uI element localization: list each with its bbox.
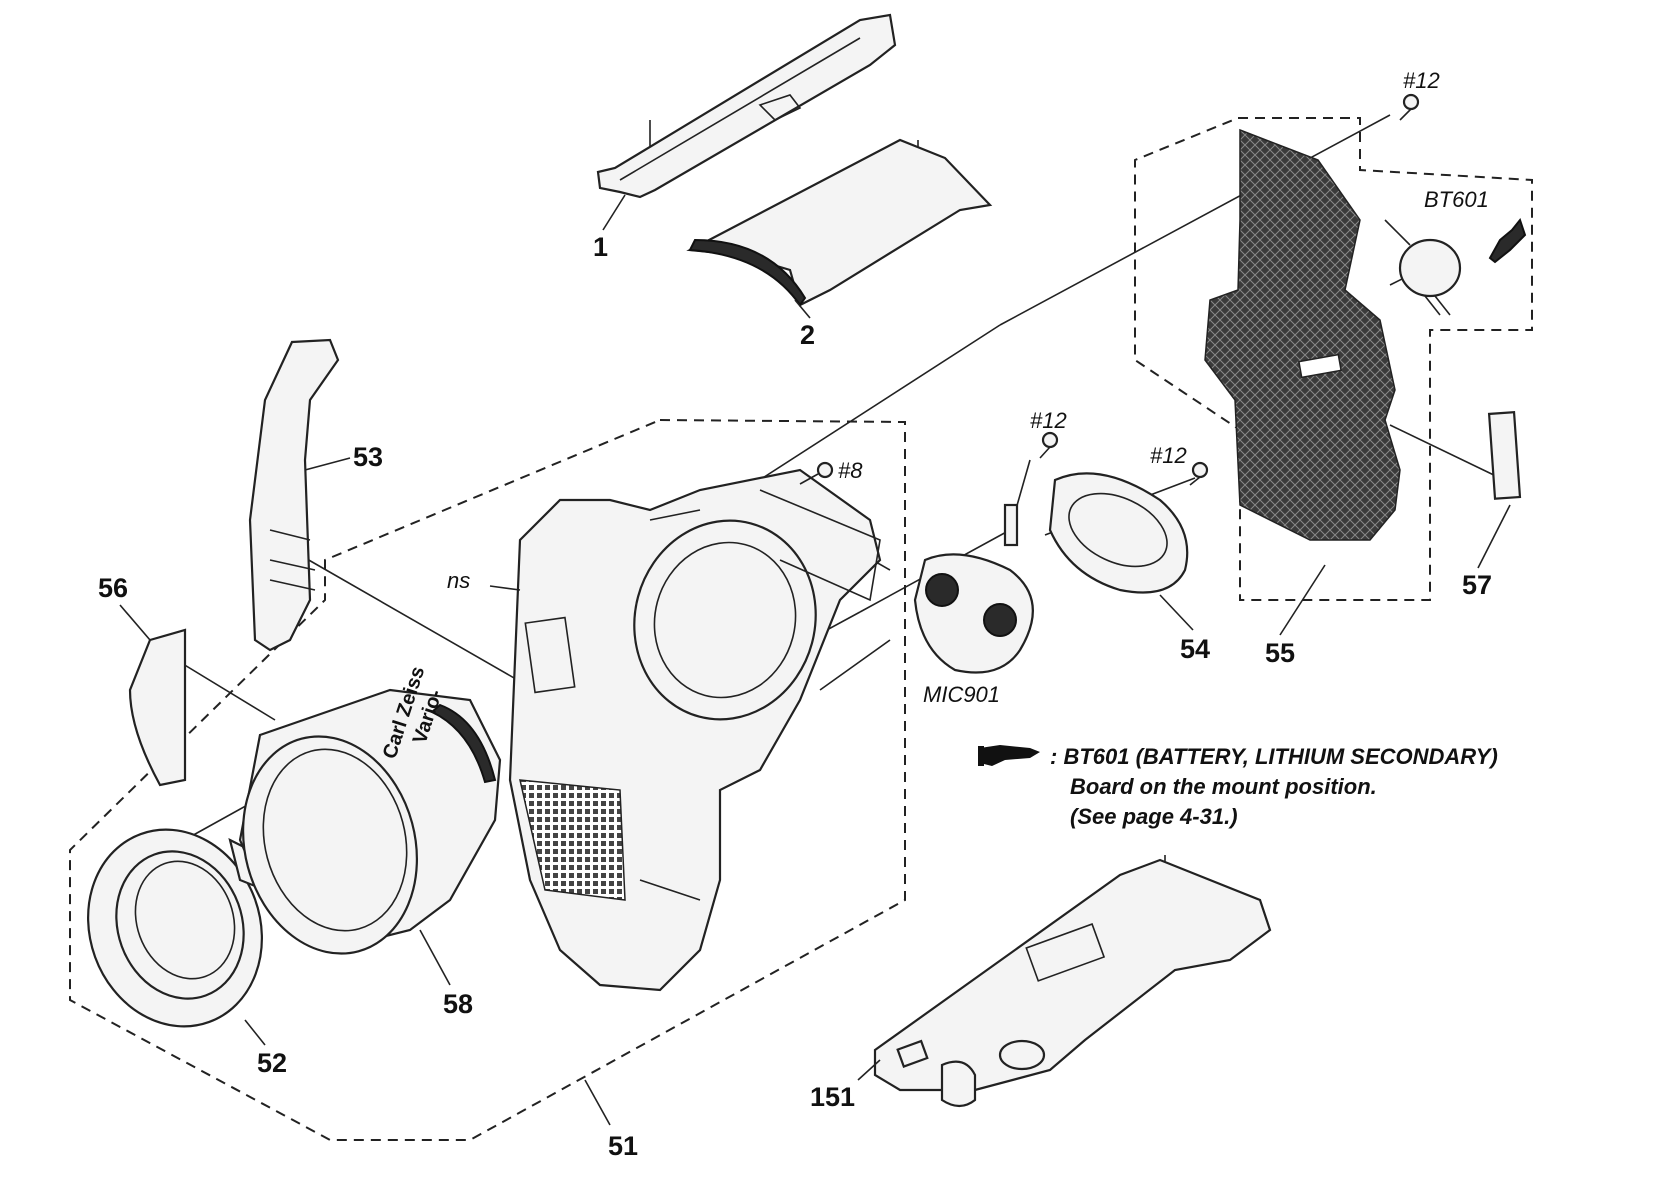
- part-53-detail: [269, 529, 316, 591]
- callout-51: 51: [608, 1131, 638, 1161]
- part-58-lens-hood: Carl Zeiss Vario-: [238, 664, 502, 955]
- part-151-bottom-plate: [873, 858, 1272, 1108]
- ref-screw-12-mic-left: #12: [1030, 408, 1067, 433]
- screw-8: [799, 461, 834, 485]
- callout-leaders: [119, 194, 1511, 1126]
- callout-53: 53: [353, 442, 383, 472]
- callout-151: 151: [810, 1082, 855, 1112]
- part-bt601-battery: [1398, 217, 1527, 316]
- pointing-hand-icon: [978, 745, 1040, 766]
- ref-screw-12-mic-right: #12: [1150, 443, 1187, 468]
- group-55-boundary: [1134, 117, 1533, 601]
- ref-bt601: BT601: [1424, 187, 1489, 212]
- callout-56: 56: [98, 573, 128, 603]
- part-2-front-edge: [688, 238, 807, 307]
- part-1-detail: [619, 37, 861, 181]
- part-51-front-body: [508, 468, 882, 992]
- callout-1: 1: [593, 232, 608, 262]
- part-55-slot: [1298, 353, 1342, 379]
- ref-screw-8: #8: [838, 458, 863, 483]
- part-54-mic-holder: [1048, 472, 1189, 594]
- screw-12-mic-left: [1039, 431, 1059, 459]
- body-vent-grille: [519, 779, 626, 901]
- callout-57: 57: [1462, 570, 1492, 600]
- ref-screw-12-top: #12: [1403, 68, 1440, 93]
- screw-12-top: [1399, 93, 1420, 121]
- note-line-2: Board on the mount position.: [1070, 774, 1377, 799]
- callout-58: 58: [443, 989, 473, 1019]
- callout-55: 55: [1265, 638, 1295, 668]
- callout-54: 54: [1180, 634, 1210, 664]
- callout-2: 2: [800, 320, 815, 350]
- part-2-upper-cover: [686, 138, 993, 307]
- callout-52: 52: [257, 1048, 287, 1078]
- part-53-side-strip: [248, 338, 340, 652]
- ref-ns: ns: [447, 568, 470, 593]
- part-57-label: [1487, 411, 1522, 500]
- part-52-front-ring: [87, 828, 272, 1028]
- ref-mic901: MIC901: [923, 682, 1000, 707]
- group-51-boundary: [69, 418, 906, 1141]
- part-56-label-plate: [128, 628, 187, 787]
- note-line-1: : BT601 (BATTERY, LITHIUM SECONDARY): [1050, 744, 1498, 769]
- part-55-board-sheet[interactable]: [1204, 128, 1401, 541]
- note-line-3: (See page 4-31.): [1070, 804, 1238, 829]
- part-mic901-microphone: [913, 503, 1034, 674]
- screw-12-mic-right: [1189, 461, 1209, 486]
